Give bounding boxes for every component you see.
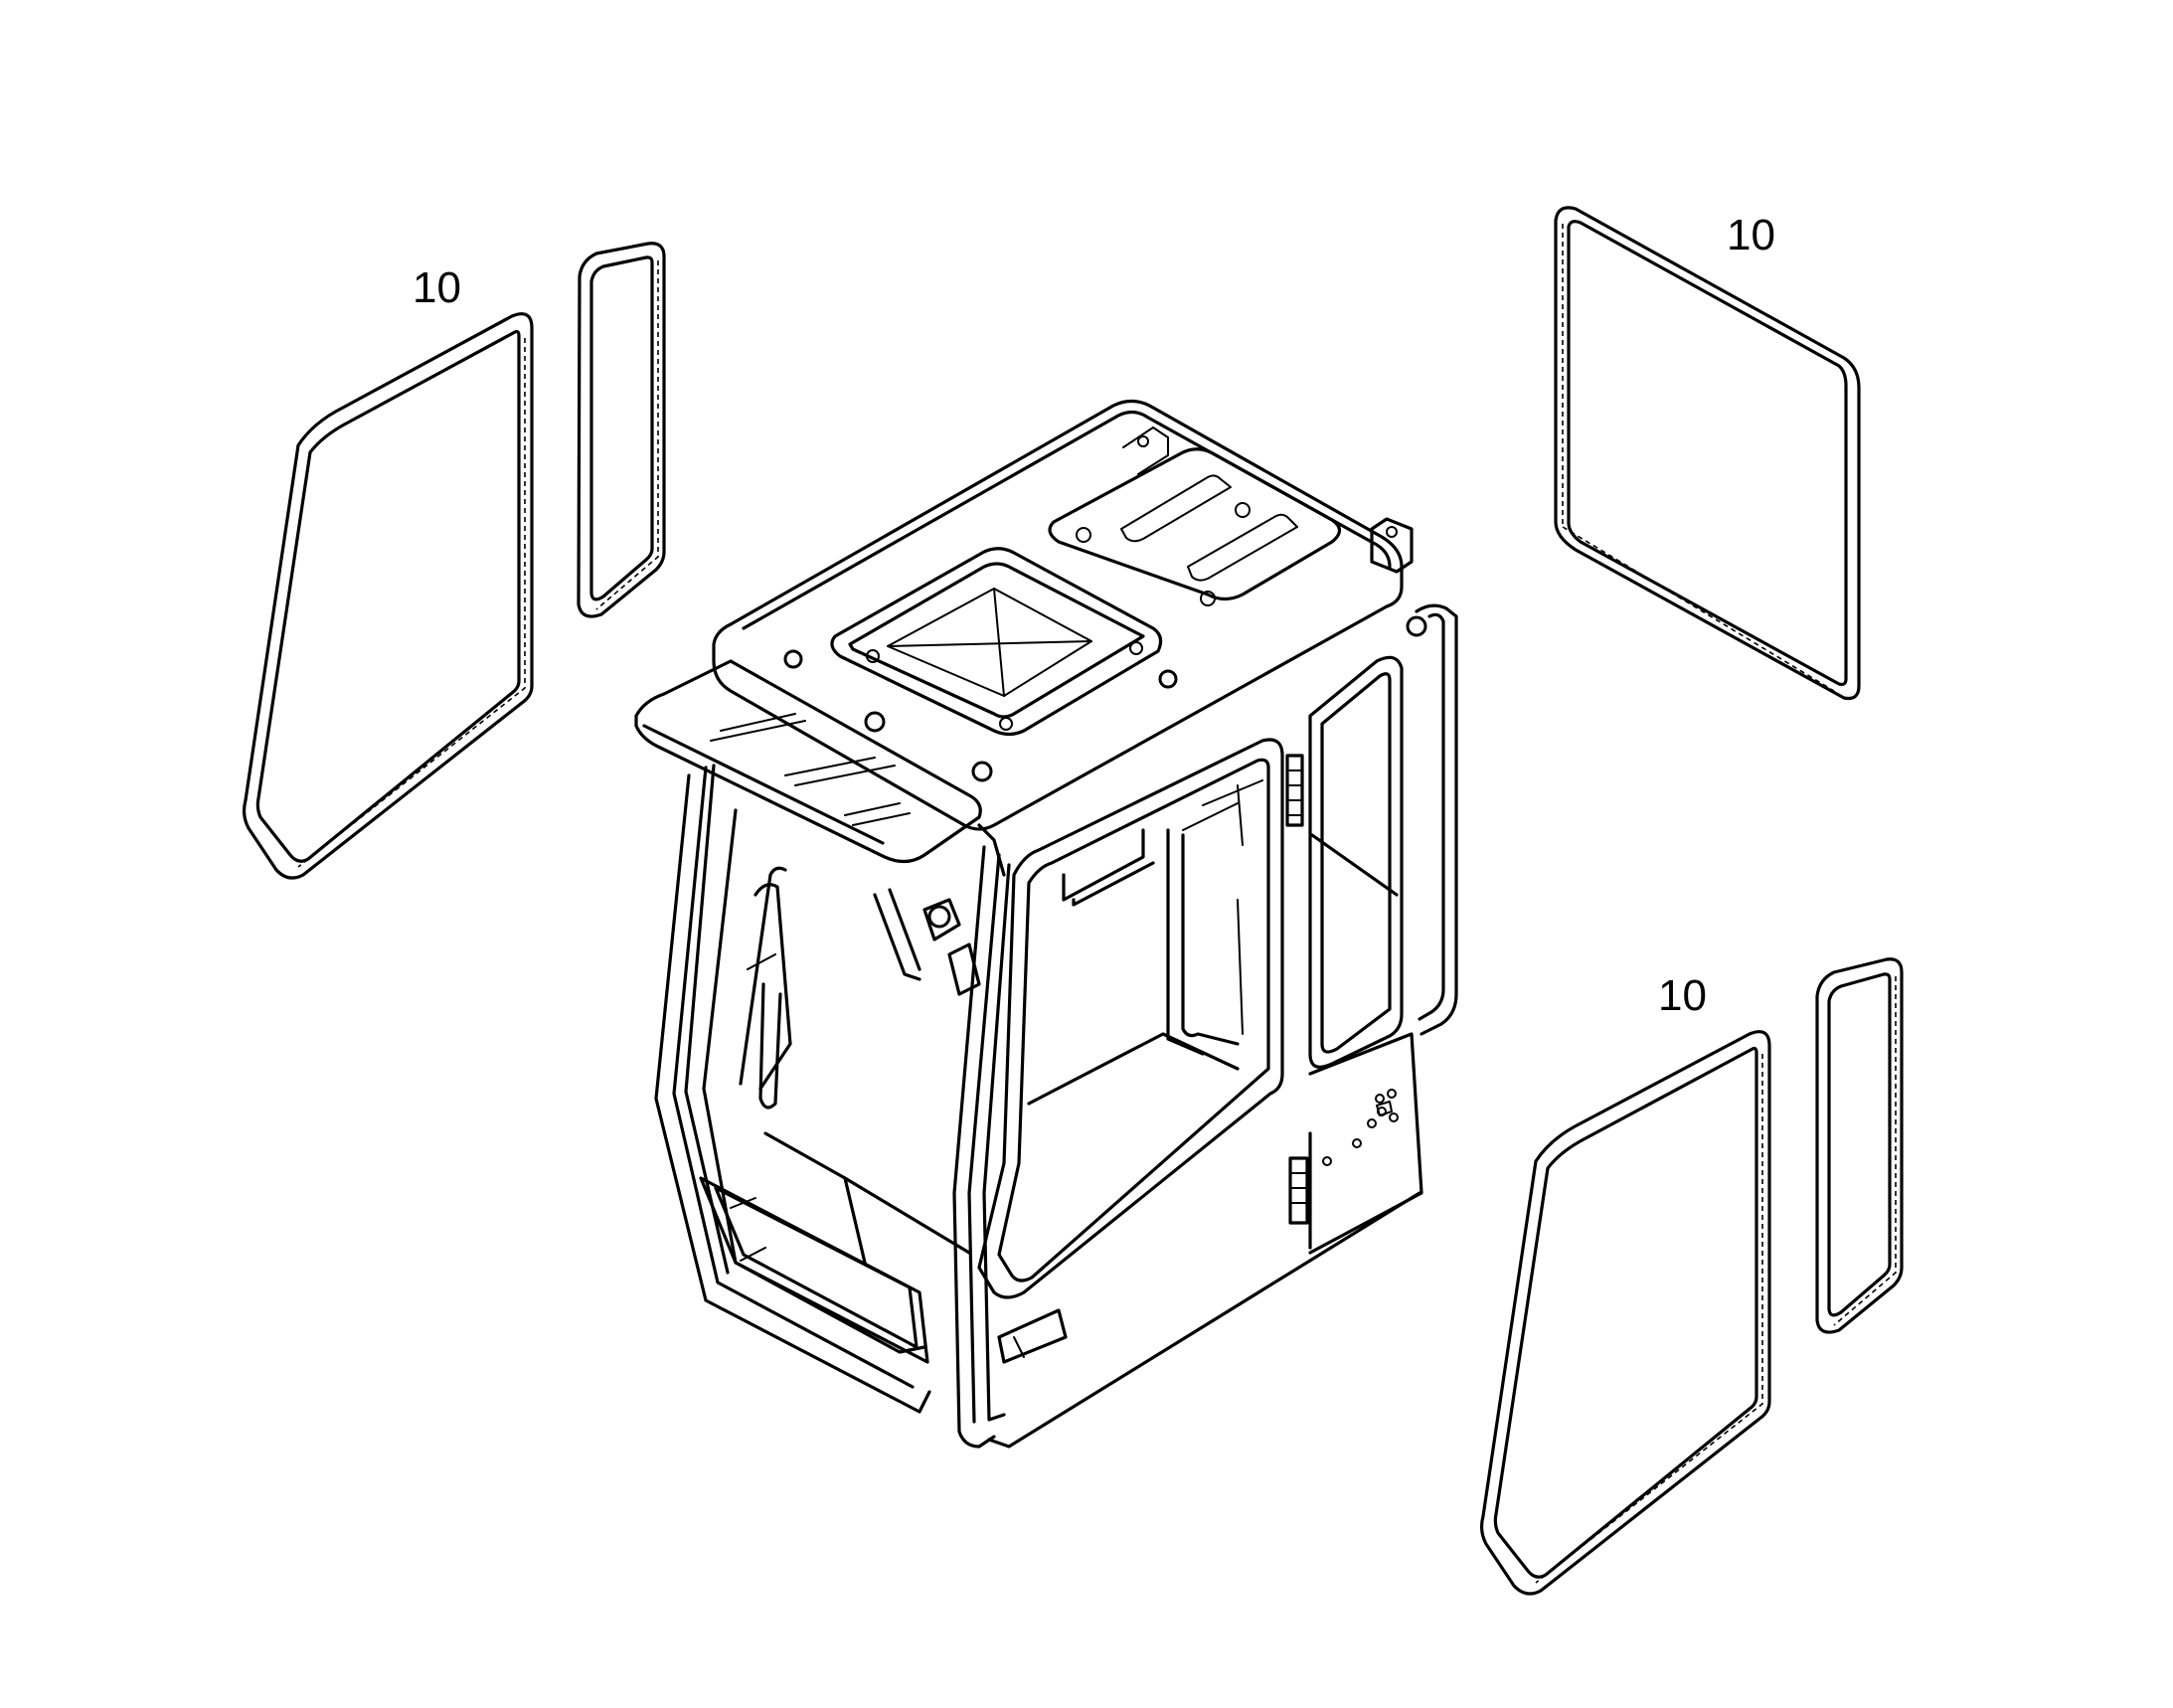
cab-frame — [634, 399, 1458, 1449]
callout-label-top-right: 10 — [1727, 211, 1775, 259]
glass-panel-left-narrow — [577, 242, 666, 618]
glass-panel-right-narrow — [1815, 957, 1904, 1334]
glass-panel-left-side — [242, 312, 534, 880]
glass-panel-right-side — [1479, 1030, 1771, 1596]
callout-label-left: 10 — [413, 263, 461, 312]
glass-panel-right-rear — [1554, 206, 1861, 701]
callout-label-bottom-right: 10 — [1658, 971, 1707, 1020]
